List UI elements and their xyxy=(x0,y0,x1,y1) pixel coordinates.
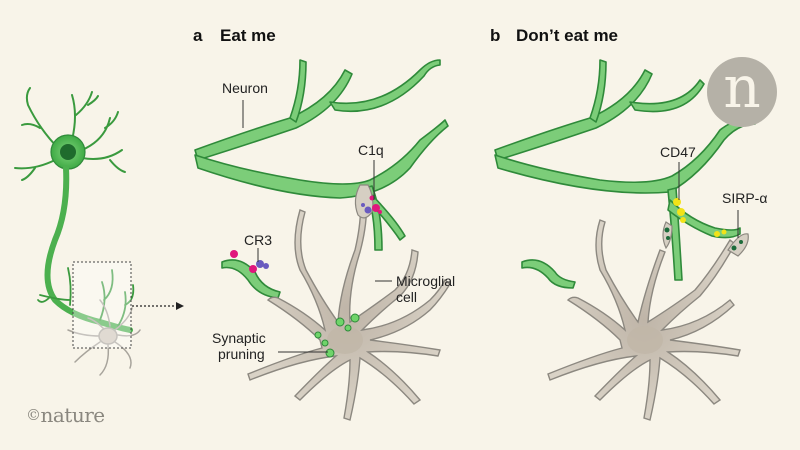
nature-credit: ©nature xyxy=(26,403,105,427)
nature-logo: n xyxy=(707,57,777,127)
label-microglial-line1: Microglial xyxy=(396,273,456,289)
synaptic-pruning-vesicles xyxy=(314,313,360,358)
panel-b-letter: b xyxy=(490,26,501,45)
copyright-symbol: © xyxy=(26,406,41,424)
label-microglial-line2: cell xyxy=(396,289,418,305)
label-cr3: CR3 xyxy=(244,232,273,248)
label-neuron: Neuron xyxy=(222,80,268,96)
label-synaptic-line2: pruning xyxy=(218,346,265,362)
label-cd47: CD47 xyxy=(660,144,696,160)
zoom-arrow xyxy=(132,302,184,310)
panel-b-title: Don’t eat me xyxy=(516,26,619,45)
credit-text: nature xyxy=(40,403,106,427)
panel-b-neurites xyxy=(494,59,756,289)
panel-a-title: Eat me xyxy=(220,26,276,45)
panel-b-microglia-nucleus xyxy=(627,326,663,354)
zoom-box xyxy=(72,261,132,349)
label-sirp-alpha: SIRP-α xyxy=(722,190,768,206)
overview-microglia xyxy=(67,299,141,376)
label-synaptic-pruning: Synaptic pruning xyxy=(212,330,266,362)
label-synaptic-line1: Synaptic xyxy=(212,330,266,346)
sirp-alpha-markers xyxy=(662,221,749,257)
panel-a-microglia-nucleus xyxy=(327,326,363,354)
panel-b-leader-lines xyxy=(678,162,739,238)
label-c1q: C1q xyxy=(358,142,384,158)
panel-a-letter: a xyxy=(193,26,203,45)
panel-a-leader-lines xyxy=(242,100,392,353)
c1q-markers xyxy=(354,184,382,219)
panel-a-microglia xyxy=(247,199,451,421)
panel-b-microglia xyxy=(547,219,741,421)
label-microglial-cell: Microglial cell xyxy=(396,273,455,305)
